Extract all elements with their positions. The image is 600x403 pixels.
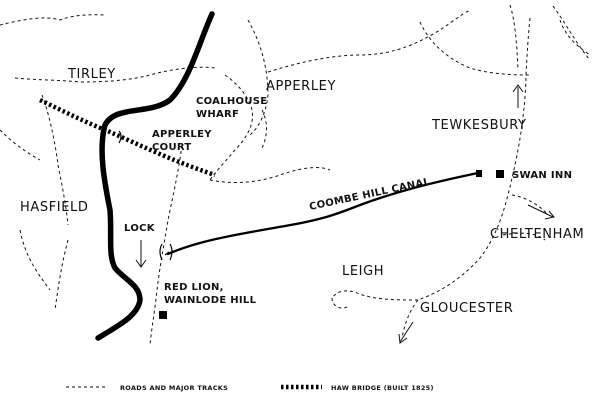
road (54, 239, 69, 311)
road (261, 109, 267, 149)
label-lock: LOCK (124, 223, 156, 234)
label-wharf: WHARF (196, 109, 239, 120)
label-hasfield: HASFIELD (20, 200, 89, 215)
canal-end-marker (476, 170, 482, 177)
arrow-lock-icon (135, 240, 147, 268)
canal-line (166, 171, 480, 256)
label-canal: COOMBE HILL CANAL (308, 176, 431, 212)
legend-roads-label: ROADS AND MAJOR TRACKS (120, 384, 228, 392)
label-apperley-court-2: COURT (152, 142, 192, 153)
label-tirley: TIRLEY (67, 67, 116, 82)
road (247, 19, 269, 136)
road (331, 290, 419, 301)
legend-bridge-label: HAW BRIDGE (BUILT 1825) (331, 384, 434, 392)
road (559, 19, 591, 56)
label-tewkesbury: TEWKESBURY (431, 118, 527, 133)
road (417, 77, 527, 301)
road (401, 299, 419, 339)
label-red-lion-2: WAINLODE HILL (164, 295, 257, 306)
road (511, 194, 549, 216)
road (509, 4, 519, 71)
road (267, 9, 471, 73)
road (525, 17, 531, 76)
river-severn (95, 11, 215, 341)
red-lion-marker (159, 311, 167, 319)
road (0, 129, 41, 161)
road (331, 297, 348, 309)
road (19, 229, 51, 291)
arrow-gloucester-icon (398, 321, 414, 344)
road (0, 14, 106, 26)
bridge-crossing-icon (101, 128, 122, 144)
road (552, 5, 591, 61)
road (209, 74, 254, 181)
label-coalhouse: COALHOUSE (196, 96, 267, 107)
legend: ROADS AND MAJOR TRACKS HAW BRIDGE (BUILT… (66, 384, 434, 392)
label-apperley-court-1: APPERLEY (152, 129, 212, 140)
road (209, 167, 331, 183)
haw-bridge (39, 97, 216, 178)
label-apperley: APPERLEY (266, 79, 336, 94)
arrow-tewkesbury-icon (512, 84, 524, 108)
road (14, 66, 216, 83)
road (419, 21, 531, 76)
label-leigh: LEIGH (342, 264, 384, 279)
label-swan-inn: SWAN INN (512, 170, 572, 181)
roads-layer (0, 4, 591, 346)
label-cheltenham: CHELTENHAM (490, 227, 584, 242)
arrow-cheltenham-icon (527, 204, 555, 220)
lock-icon (159, 243, 173, 261)
label-red-lion-1: RED LION, (164, 282, 224, 293)
swan-inn-marker (496, 170, 504, 178)
label-gloucester: GLOUCESTER (420, 301, 513, 316)
